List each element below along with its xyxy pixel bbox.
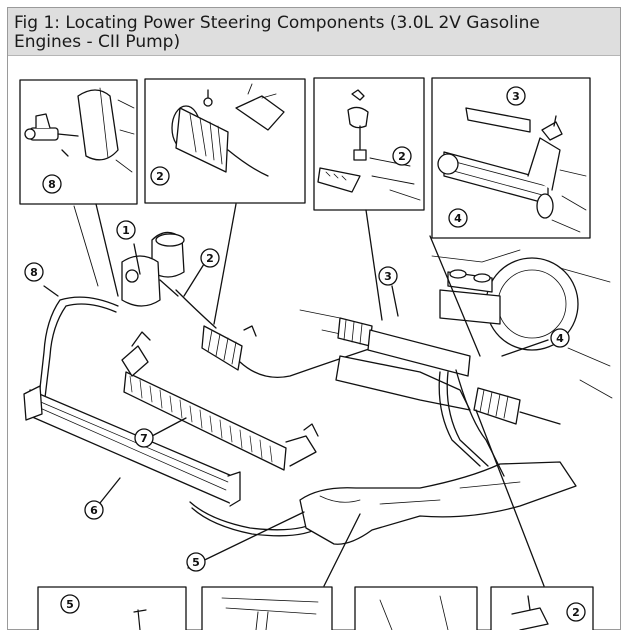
svg-text:8: 8 [48, 178, 56, 191]
callout-3-inset: 3 [506, 86, 526, 106]
brake-booster [431, 249, 613, 399]
callout-2-bottom: 2 [566, 602, 586, 622]
steering-gear [337, 317, 561, 425]
callout-7: 7 [134, 428, 154, 448]
callout-8-main: 8 [24, 262, 44, 282]
svg-text:2: 2 [572, 606, 580, 619]
callout-2-inset-bracket: 2 [392, 146, 412, 166]
svg-text:2: 2 [156, 170, 164, 183]
inset-hose-fitting [19, 79, 138, 205]
power-steering-pump [121, 231, 185, 307]
svg-text:4: 4 [556, 332, 564, 345]
svg-text:2: 2 [398, 150, 406, 163]
hose-boot [201, 325, 257, 371]
inset-bottom-1 [37, 586, 187, 630]
callout-3-main: 3 [378, 266, 398, 286]
inset-bracket [313, 77, 425, 211]
svg-text:3: 3 [384, 270, 392, 283]
callout-2-main: 2 [200, 248, 220, 268]
callout-1: 1 [116, 220, 136, 240]
inset-filter [144, 78, 306, 204]
svg-text:8: 8 [30, 266, 38, 279]
callout-4-inset: 4 [448, 208, 468, 228]
svg-text:4: 4 [454, 212, 462, 225]
inset-bottom-3 [354, 586, 478, 630]
callout-5-bottom: 5 [60, 594, 80, 614]
svg-text:5: 5 [192, 556, 200, 569]
transmission-cooler [121, 331, 319, 471]
svg-text:1: 1 [122, 224, 130, 237]
subframe [299, 309, 577, 545]
svg-text:3: 3 [512, 90, 520, 103]
callout-4-main: 4 [550, 328, 570, 348]
callout-8-inset: 8 [42, 174, 62, 194]
callout-2-inset-filter: 2 [150, 166, 170, 186]
callout-6: 6 [84, 500, 104, 520]
figure-title: Fig 1: Locating Power Steering Component… [8, 8, 620, 56]
svg-text:7: 7 [140, 432, 148, 445]
callout-5-main: 5 [186, 552, 206, 572]
svg-text:5: 5 [66, 598, 74, 611]
oil-cooler [23, 385, 241, 507]
svg-text:6: 6 [90, 504, 98, 517]
svg-text:2: 2 [206, 252, 214, 265]
